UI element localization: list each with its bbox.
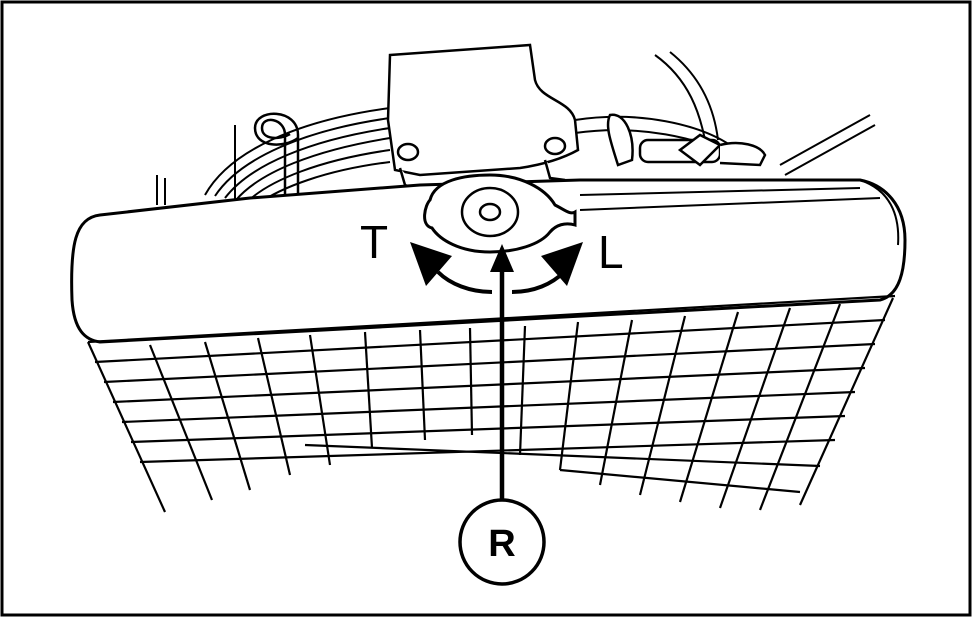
hook-loop: [253, 112, 300, 195]
label-tighten: T: [360, 216, 388, 268]
top-bracket: [386, 43, 580, 192]
hoses: [156, 51, 876, 205]
label-loosen: L: [598, 226, 624, 278]
callout-label: R: [488, 523, 515, 565]
right-fittings: [606, 113, 767, 167]
leader-arrow-up-icon: [490, 244, 514, 508]
radiator-cap: [423, 173, 577, 254]
curved-arrow-left-icon: [410, 242, 493, 294]
callout-circle: [458, 498, 546, 586]
curved-arrow-right-icon: [511, 242, 583, 294]
radiator-top-tank: [70, 178, 907, 344]
radiator-core: [86, 294, 896, 513]
